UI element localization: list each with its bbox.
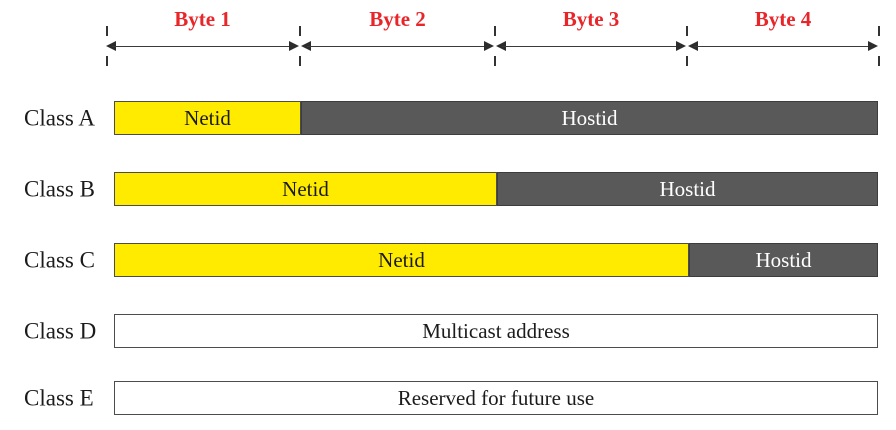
arrow-right-icon xyxy=(676,41,686,51)
byte-span-arrow-1 xyxy=(106,40,299,53)
segment-multicast: Multicast address xyxy=(114,314,878,348)
arrow-left-icon xyxy=(496,41,506,51)
class-label: Class E xyxy=(24,385,94,411)
byte-divider-tick-2 xyxy=(494,26,496,36)
arrow-line xyxy=(694,46,872,47)
byte-label-1: Byte 1 xyxy=(174,7,231,31)
arrow-right-icon xyxy=(484,41,494,51)
class-label: Class C xyxy=(24,247,95,273)
segment-hostid: Hostid xyxy=(497,172,878,206)
byte-divider-tick-3 xyxy=(686,56,688,66)
arrow-line xyxy=(112,46,293,47)
segment-reserved: Reserved for future use xyxy=(114,381,878,415)
class-row-class-d: Class D Multicast address xyxy=(0,314,896,348)
arrow-line xyxy=(502,46,680,47)
byte-divider-tick-1 xyxy=(299,56,301,66)
byte-divider-tick-0 xyxy=(106,56,108,66)
arrow-left-icon xyxy=(688,41,698,51)
arrow-left-icon xyxy=(301,41,311,51)
class-label: Class D xyxy=(24,318,97,344)
segment-hostid: Hostid xyxy=(301,101,878,135)
segment-hostid: Hostid xyxy=(689,243,878,277)
arrow-right-icon xyxy=(868,41,878,51)
byte-divider-tick-0 xyxy=(106,26,108,36)
byte-divider-tick-1 xyxy=(299,26,301,36)
segment-netid: Netid xyxy=(114,101,301,135)
arrow-right-icon xyxy=(289,41,299,51)
arrow-left-icon xyxy=(106,41,116,51)
class-row-class-e: Class E Reserved for future use xyxy=(0,381,896,415)
byte-label-3: Byte 3 xyxy=(562,7,620,31)
byte-span-arrow-3 xyxy=(496,40,686,53)
segment-netid: Netid xyxy=(114,172,497,206)
byte-label-2: Byte 2 xyxy=(369,7,426,31)
byte-divider-tick-4 xyxy=(878,56,880,66)
byte-span-arrow-2 xyxy=(301,40,494,53)
class-label: Class A xyxy=(24,105,95,131)
arrow-line xyxy=(307,46,488,47)
byte-divider-tick-4 xyxy=(878,26,880,36)
segment-netid: Netid xyxy=(114,243,689,277)
byte-label-4: Byte 4 xyxy=(754,7,812,31)
byte-divider-tick-2 xyxy=(494,56,496,66)
class-label: Class B xyxy=(24,176,95,202)
byte-divider-tick-3 xyxy=(686,26,688,36)
byte-span-arrow-4 xyxy=(688,40,878,53)
